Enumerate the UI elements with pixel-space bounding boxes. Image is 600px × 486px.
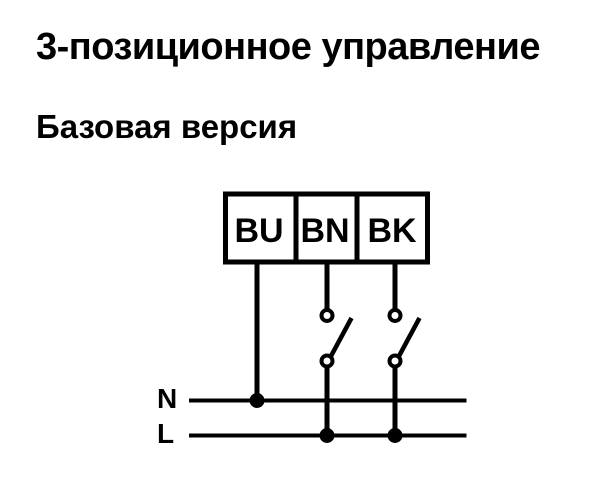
switch-bk-contact-top — [387, 308, 403, 323]
terminal-block-outline — [223, 191, 430, 265]
junction-dot-bn-l — [319, 428, 335, 443]
switch-bn-lever — [328, 316, 354, 359]
terminal-label-bn: BN — [300, 212, 349, 250]
bus-label-l: L — [157, 418, 174, 449]
terminal-label-bu: BU — [234, 212, 283, 250]
switch-bk-contact-bottom — [387, 353, 403, 369]
junction-dot-bk-l — [387, 428, 403, 443]
bus-label-n: N — [157, 383, 177, 414]
terminal-label-bk: BK — [367, 212, 417, 250]
page-subtitle: Базовая версия — [36, 108, 298, 145]
page-title: 3-позиционное управление — [36, 26, 540, 68]
junction-dot-bu-n — [249, 393, 265, 408]
switch-bk-lever — [396, 316, 422, 359]
switch-bn-contact-bottom — [319, 353, 335, 369]
switch-bn-contact-top — [319, 308, 335, 323]
